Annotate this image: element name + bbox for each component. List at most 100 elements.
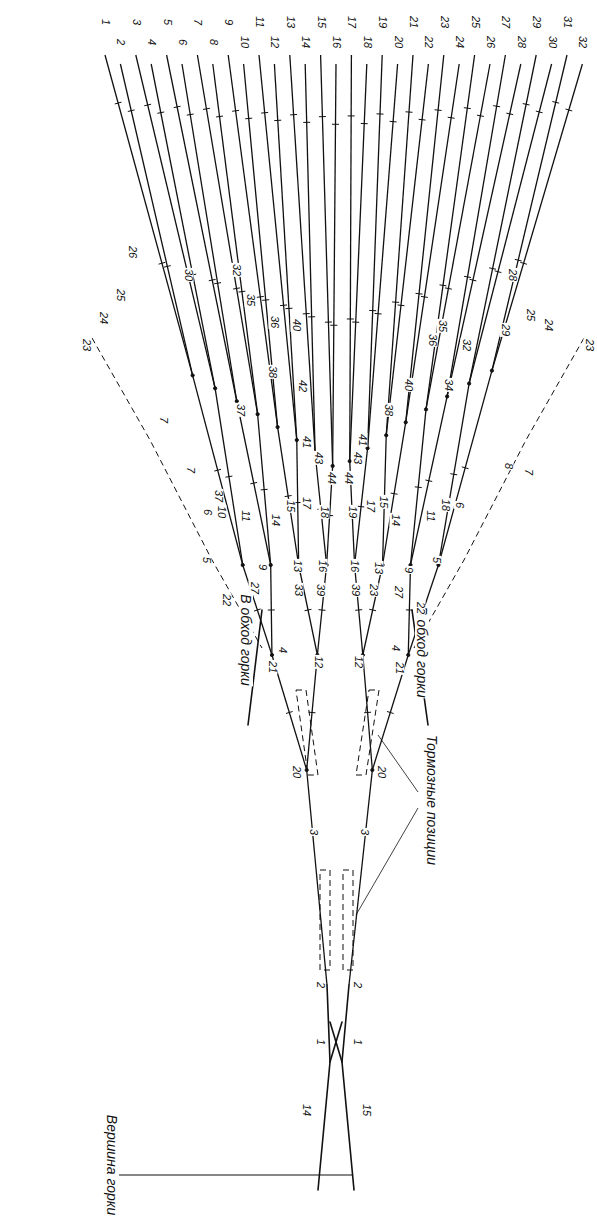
track-branch <box>307 655 318 770</box>
insulating-joint <box>405 111 412 112</box>
switch-number: 14 <box>270 513 281 527</box>
insulating-joint <box>348 115 355 116</box>
classification-track <box>469 55 536 384</box>
switch-number: 11 <box>240 509 251 522</box>
switch-number: 27 <box>249 581 260 595</box>
insulating-joint <box>159 262 166 264</box>
classification-track <box>213 64 258 414</box>
crossover <box>330 1022 342 1062</box>
track-branch <box>363 565 383 655</box>
track-number: 27 <box>500 15 511 29</box>
switch-point <box>191 374 194 377</box>
track-number: 23 <box>438 15 449 29</box>
insulating-joint <box>415 486 422 488</box>
switch-number: 1 <box>315 1038 326 1046</box>
switch-number: 17 <box>301 496 312 510</box>
insulating-joint <box>319 609 326 611</box>
switch-number: 12 <box>353 655 364 669</box>
switch-number: 7 <box>158 416 169 424</box>
track-number: 17 <box>346 15 357 29</box>
switch-number: 36 <box>269 315 280 329</box>
insulating-joint <box>375 313 382 315</box>
switch-number: 22 <box>415 601 426 615</box>
track-number: 8 <box>207 38 218 46</box>
switch-number: 35 <box>437 319 448 333</box>
switch-number: 39 <box>315 583 326 597</box>
track-number: 9 <box>223 18 234 26</box>
insulating-joint <box>268 609 275 610</box>
track-branch <box>278 427 299 565</box>
switch-number: 41 <box>357 433 368 447</box>
insulating-joint <box>369 310 376 311</box>
switch-number: 2 <box>352 981 363 989</box>
track-branch <box>299 565 318 655</box>
insulating-joint <box>477 115 484 116</box>
switch-point <box>295 438 298 441</box>
switch-number: 15 <box>378 495 389 509</box>
switch-number: 32 <box>231 263 242 277</box>
switch-number: 16 <box>317 559 328 573</box>
switch-number: 16 <box>349 559 360 573</box>
insulating-joint <box>280 304 287 306</box>
switch-number: 24 <box>543 318 554 332</box>
insulating-joint <box>358 506 365 508</box>
insulating-joint <box>233 288 240 289</box>
track-number: 18 <box>361 35 372 49</box>
switch-number: 43 <box>313 451 324 465</box>
insulating-joint <box>523 104 530 105</box>
switch-point <box>446 395 449 398</box>
track-branch <box>438 371 491 565</box>
switch-number: 27 <box>393 585 404 599</box>
switch-number: 32 <box>461 338 472 352</box>
switch-number: 5 <box>431 556 442 564</box>
switch-number: 18 <box>440 498 451 512</box>
insulating-joint <box>325 321 332 322</box>
track-number: 28 <box>515 35 526 49</box>
insulating-joint <box>232 110 239 112</box>
switch-number: 22 <box>221 593 232 607</box>
classification-track <box>386 64 428 435</box>
insulating-joint <box>157 112 164 113</box>
switch-number: 40 <box>403 378 414 392</box>
caption-text: В обход горки <box>415 605 429 698</box>
switch-number: 6 <box>202 508 213 516</box>
switch-point <box>424 408 427 411</box>
switch-number: 11 <box>425 509 436 522</box>
switch-number: 1 <box>352 1038 363 1046</box>
switch-number: 8 <box>503 462 514 470</box>
classification-track <box>182 64 237 401</box>
insulating-joint <box>308 316 315 317</box>
switch-point <box>468 382 471 385</box>
track-number: 25 <box>469 15 480 29</box>
insulating-joint <box>305 609 312 610</box>
switch-number: 3 <box>359 828 370 836</box>
classification-track <box>492 64 582 371</box>
switch-point <box>490 369 493 372</box>
insulating-joint <box>290 114 297 115</box>
switch-number: 9 <box>257 563 268 571</box>
switch-point <box>331 464 334 467</box>
insulating-joint <box>435 109 442 111</box>
classification-track <box>244 64 278 427</box>
insulating-joint <box>377 113 384 114</box>
classification-track <box>492 55 567 371</box>
insulating-joint <box>369 609 376 610</box>
insulating-joint <box>489 268 496 269</box>
insulating-joint <box>262 299 269 301</box>
switch-number: 25 <box>525 308 536 322</box>
track-number: 11 <box>254 15 265 28</box>
insulating-joint <box>506 113 513 115</box>
insulating-joint <box>445 288 452 289</box>
switch-number: 4 <box>390 644 401 652</box>
insulating-joint <box>261 489 268 491</box>
insulating-joint <box>421 296 428 297</box>
classification-track <box>259 55 297 440</box>
outer-dashed-track <box>92 338 262 648</box>
track-number: 29 <box>531 15 542 29</box>
switch-number: 12 <box>313 655 324 669</box>
insulating-joint <box>128 110 135 112</box>
switch-number: 2 <box>315 981 326 989</box>
insulating-joint <box>216 116 223 118</box>
classification-track <box>426 55 475 409</box>
